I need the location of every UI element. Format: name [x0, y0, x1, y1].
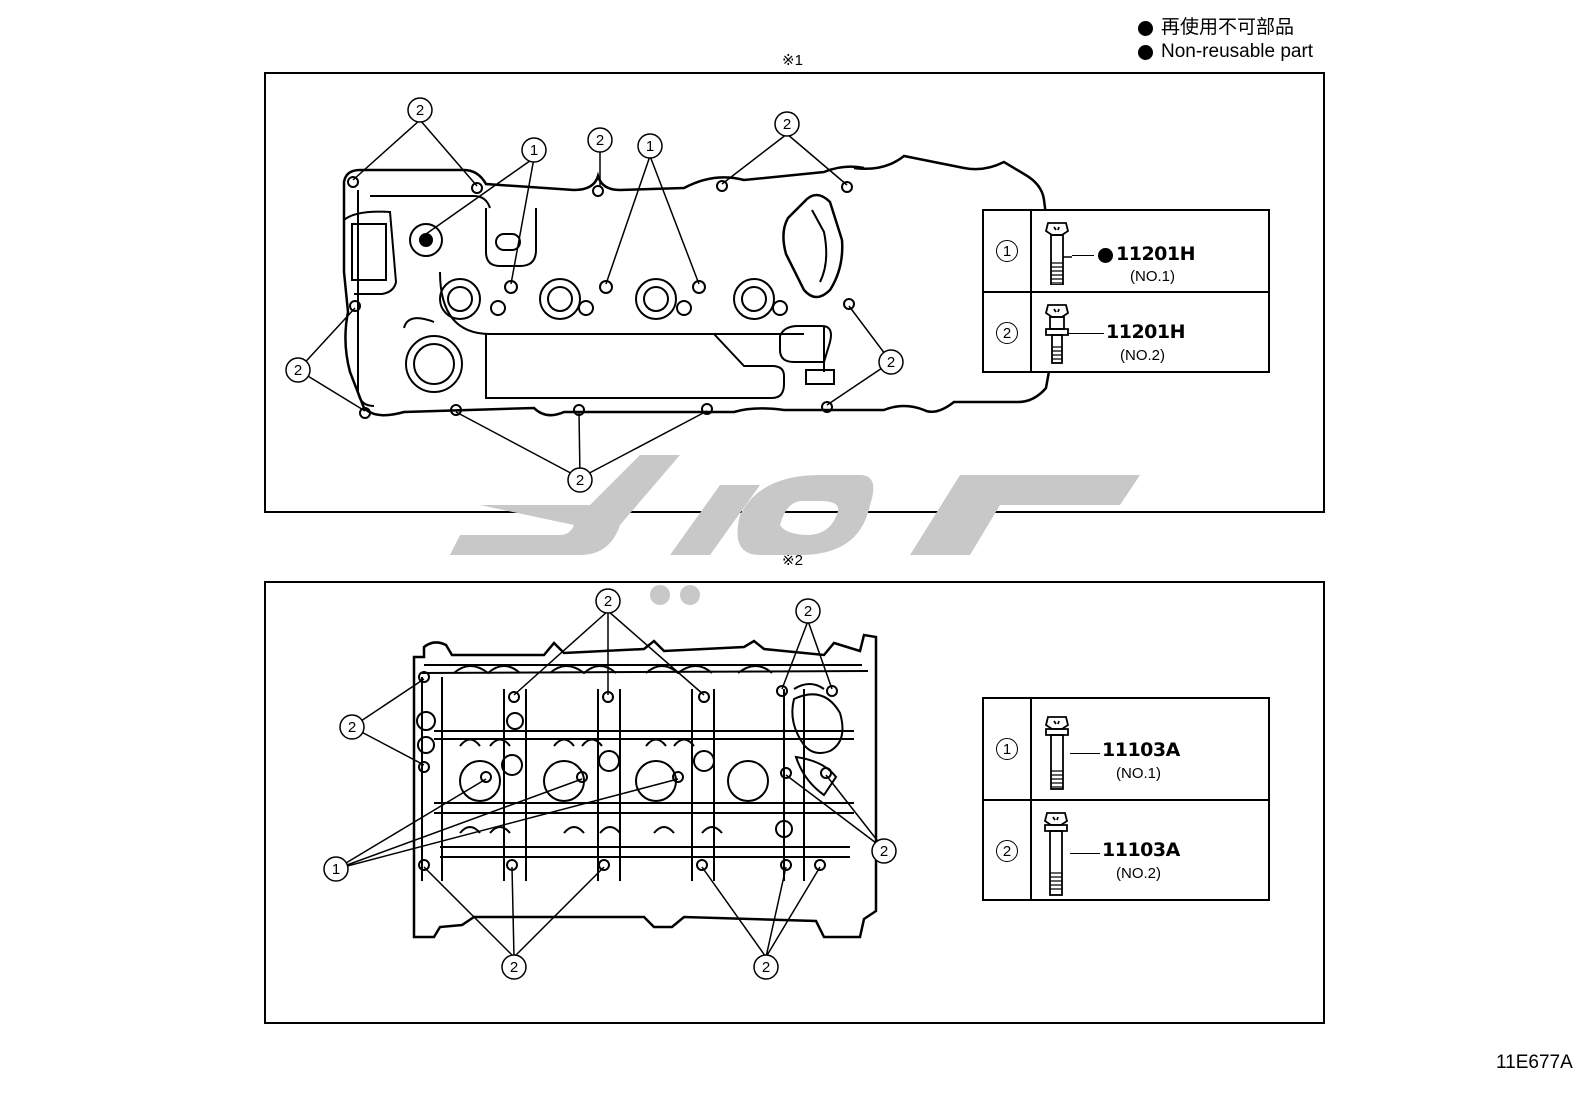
callout-1: 1: [530, 142, 538, 159]
callout-2: 2: [294, 362, 302, 379]
callout-2: 2: [762, 959, 770, 976]
callout-2: 2: [596, 132, 604, 149]
part-sub: (NO.1): [1130, 268, 1175, 285]
non-reusable-dot-icon: [1138, 44, 1153, 60]
bolt-table-1: 1 11201H (NO.1) 2 11201H (NO.2): [982, 209, 1270, 373]
callout-2: 2: [783, 116, 791, 133]
callout-2: 2: [880, 843, 888, 860]
bolt-row: 2 11201H (NO.2): [984, 291, 1268, 373]
bolt-icon: [1043, 812, 1069, 896]
part-sub: (NO.1): [1116, 765, 1161, 782]
callout-2: 2: [576, 472, 584, 489]
part-number: 11103A: [1102, 839, 1180, 861]
bolt-icon: [1044, 222, 1072, 285]
index-circle: 1: [996, 738, 1018, 760]
panel-1-mark: ※1: [782, 52, 803, 69]
bolt-table-2: 1 11103A (NO.1) 2 11103A (NO.2): [982, 697, 1270, 901]
non-reusable-dot-icon: [1138, 20, 1153, 36]
bolt-row: 2 11103A (NO.2): [984, 799, 1268, 901]
legend-en: Non-reusable part: [1161, 41, 1314, 62]
legend: 再使用不可部品 Non-reusable part: [1138, 16, 1313, 64]
index-circle: 2: [996, 322, 1018, 344]
callout-1: 1: [646, 138, 654, 155]
head-cover-diagram: 2 1 2 1 2 2 2 2: [285, 97, 1062, 493]
index-circle: 2: [996, 840, 1018, 862]
callout-2: 2: [604, 593, 612, 610]
callout-2: 2: [887, 354, 895, 371]
part-sub: (NO.2): [1120, 347, 1165, 364]
callout-1: 1: [332, 861, 340, 878]
legend-jp: 再使用不可部品: [1161, 17, 1295, 38]
panel-2-mark: ※2: [782, 552, 803, 569]
bolt-row: 1 11103A (NO.1): [984, 699, 1268, 799]
drawing-code: 11E677A: [1496, 1052, 1573, 1073]
cylinder-head-diagram: 2 2 2 1 2 2 2: [323, 588, 897, 980]
part-number: 11201H: [1116, 243, 1196, 265]
callout-2: 2: [348, 719, 356, 736]
bolt-icon: [1044, 304, 1070, 364]
callout-2: 2: [804, 603, 812, 620]
bolt-icon: [1044, 716, 1070, 790]
callout-2: 2: [416, 102, 424, 119]
callout-2: 2: [510, 959, 518, 976]
non-reusable-dot-icon: [1098, 248, 1113, 263]
part-sub: (NO.2): [1116, 865, 1161, 882]
part-number: 11201H: [1106, 321, 1186, 343]
bolt-row: 1 11201H (NO.1): [984, 211, 1268, 291]
index-circle: 1: [996, 240, 1018, 262]
part-number: 11103A: [1102, 739, 1180, 761]
